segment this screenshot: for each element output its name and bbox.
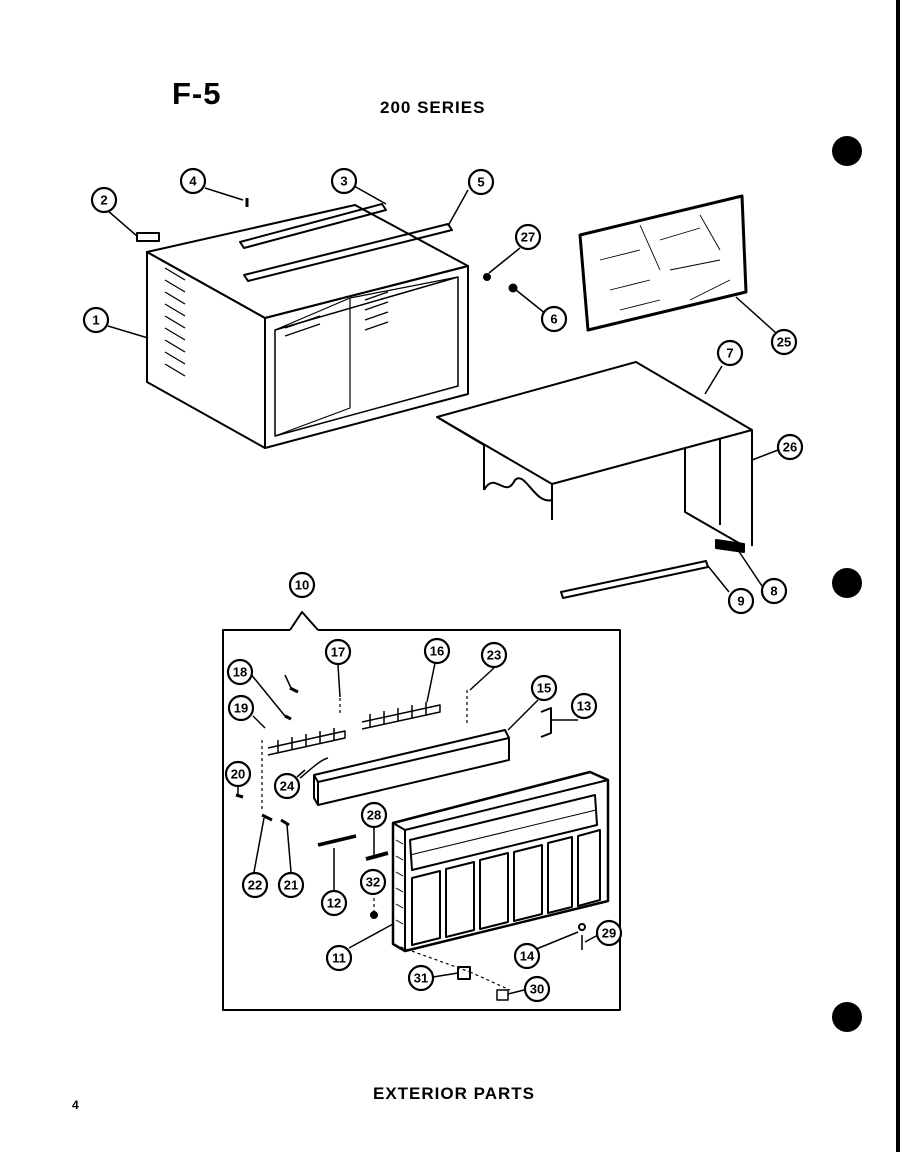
callout-30: 30 <box>523 975 551 1003</box>
bracket-part-2 <box>136 232 160 242</box>
callout-11: 11 <box>325 944 353 972</box>
callout-label-10: 10 <box>295 578 309 593</box>
fastener-part-6 <box>508 283 518 293</box>
callout-label-25: 25 <box>777 335 791 350</box>
callout-6: 6 <box>540 305 568 333</box>
rail-part-5 <box>243 223 453 282</box>
callout-7: 7 <box>716 339 744 367</box>
callout-20: 20 <box>224 760 252 788</box>
callout-label-2: 2 <box>100 193 107 208</box>
callout-label-11: 11 <box>332 951 346 966</box>
callout-3: 3 <box>330 167 358 195</box>
callout-29: 29 <box>595 919 623 947</box>
callout-13: 13 <box>570 692 598 720</box>
page-number: 4 <box>72 1098 79 1112</box>
callout-22: 22 <box>241 871 269 899</box>
callout-label-27: 27 <box>521 230 535 245</box>
callout-label-19: 19 <box>234 701 248 716</box>
callout-label-14: 14 <box>520 949 535 964</box>
fastener-part-27 <box>483 273 491 281</box>
callout-21: 21 <box>277 871 305 899</box>
callout-label-12: 12 <box>327 896 341 911</box>
callout-19: 19 <box>227 694 255 722</box>
callout-label-26: 26 <box>783 440 797 455</box>
top-cover-part-7 <box>436 361 753 547</box>
callout-label-23: 23 <box>487 648 501 663</box>
callout-label-32: 32 <box>366 875 380 890</box>
callout-layer: 1 2 3 4 5 6 7 8 9 10 11 12 13 14 15 16 1… <box>82 167 804 1003</box>
callout-label-8: 8 <box>770 584 777 599</box>
callout-label-15: 15 <box>537 681 551 696</box>
callout-label-6: 6 <box>550 312 557 327</box>
callout-label-1: 1 <box>92 313 99 328</box>
callout-label-22: 22 <box>248 878 262 893</box>
cabinet-part <box>146 204 469 449</box>
binder-hole-middle <box>832 568 862 598</box>
callout-2: 2 <box>90 186 118 214</box>
callout-label-17: 17 <box>331 645 345 660</box>
callout-label-3: 3 <box>340 174 347 189</box>
callout-14: 14 <box>513 942 541 970</box>
callout-10: 10 <box>288 571 316 599</box>
callout-label-5: 5 <box>477 175 484 190</box>
callout-17: 17 <box>324 638 352 666</box>
callout-32: 32 <box>359 868 387 896</box>
callout-1: 1 <box>82 306 110 334</box>
callout-label-16: 16 <box>430 644 444 659</box>
callout-label-9: 9 <box>737 594 744 609</box>
callout-label-24: 24 <box>280 779 295 794</box>
filter-panel-part-25 <box>578 194 748 332</box>
callout-15: 15 <box>530 674 558 702</box>
callout-label-18: 18 <box>233 665 247 680</box>
callout-4: 4 <box>179 167 207 195</box>
callout-9: 9 <box>727 587 755 615</box>
callout-31: 31 <box>407 964 435 992</box>
callout-28: 28 <box>360 801 388 829</box>
grille-assembly-part-10 <box>222 611 621 1011</box>
rail-part-9 <box>560 560 709 599</box>
rail-part-3 <box>239 203 387 249</box>
callout-26: 26 <box>776 433 804 461</box>
callout-label-20: 20 <box>231 767 245 782</box>
callout-8: 8 <box>760 577 788 605</box>
callout-label-31: 31 <box>414 971 428 986</box>
callout-label-4: 4 <box>189 174 197 189</box>
callout-5: 5 <box>467 168 495 196</box>
binder-hole-bottom <box>832 1002 862 1032</box>
callout-27: 27 <box>514 223 542 251</box>
figure-label: F-5 <box>172 76 222 111</box>
binder-hole-top <box>832 136 862 166</box>
callout-label-28: 28 <box>367 808 381 823</box>
callout-23: 23 <box>480 641 508 669</box>
callout-label-13: 13 <box>577 699 591 714</box>
callout-18: 18 <box>226 658 254 686</box>
callout-12: 12 <box>320 889 348 917</box>
callout-label-21: 21 <box>284 878 298 893</box>
series-label: 200 SERIES <box>380 98 486 117</box>
callout-25: 25 <box>770 328 798 356</box>
callout-label-29: 29 <box>602 926 616 941</box>
callout-label-7: 7 <box>726 346 733 361</box>
callout-16: 16 <box>423 637 451 665</box>
callout-24: 24 <box>273 772 301 800</box>
section-title: EXTERIOR PARTS <box>373 1084 535 1103</box>
bracket-part-8 <box>715 539 745 553</box>
callout-label-30: 30 <box>530 982 544 997</box>
